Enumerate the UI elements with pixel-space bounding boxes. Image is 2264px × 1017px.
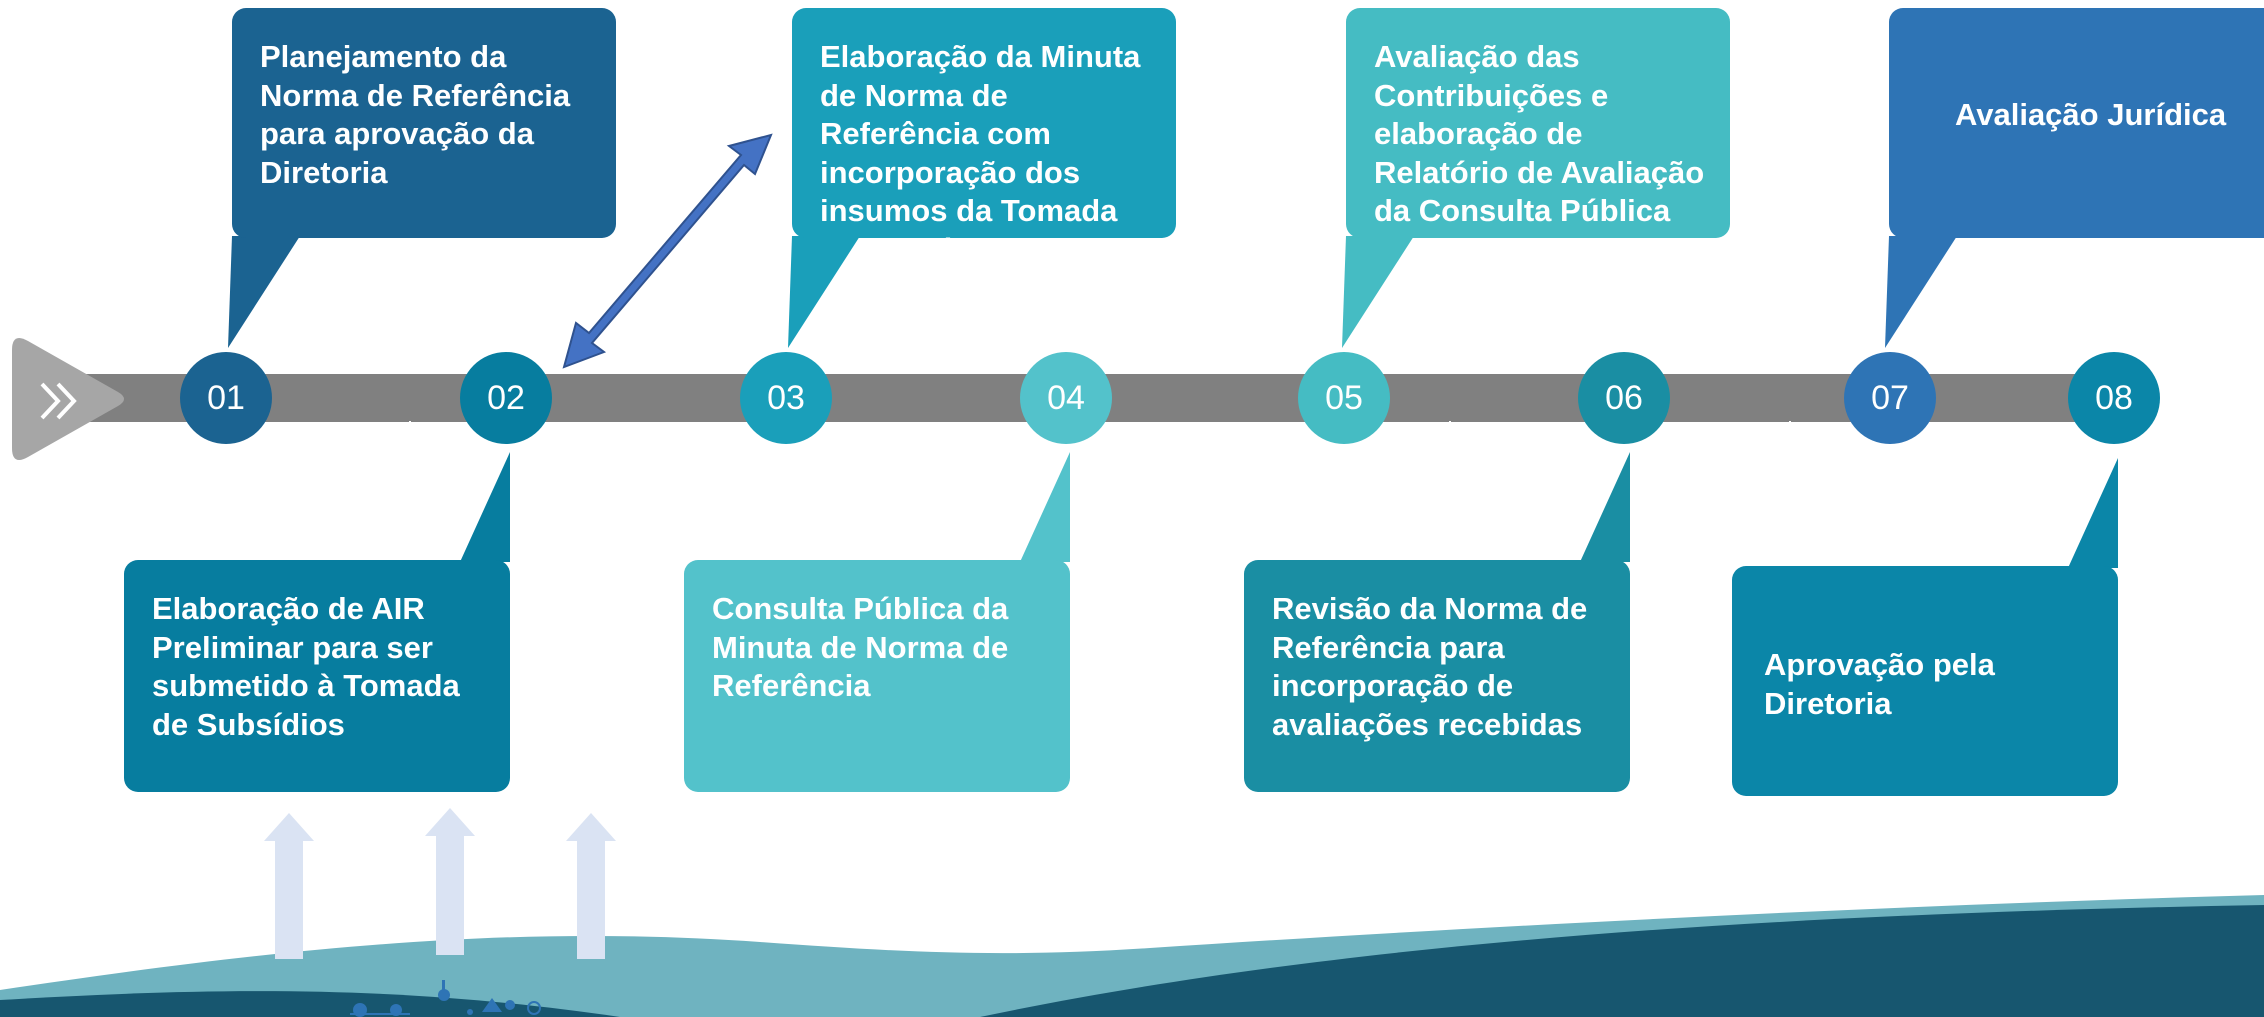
step-02-number: 02 — [460, 352, 552, 444]
step-07-box: Avaliação Jurídica — [1889, 8, 2264, 238]
step-03-text: Elaboração da Minuta de Norma de Referên… — [820, 39, 1141, 238]
up-arrow-2 — [425, 808, 475, 955]
step-04-box: Consulta Pública da Minuta de Norma de R… — [684, 560, 1070, 792]
step-01-box: Planejamento da Norma de Referência para… — [232, 8, 616, 238]
wave-dark-right-shape — [980, 905, 2264, 1017]
step-08-box: Aprovação pela Diretoria — [1732, 566, 2118, 796]
step-04-text: Consulta Pública da Minuta de Norma de R… — [712, 591, 1009, 703]
step-06-number: 06 — [1578, 352, 1670, 444]
bar-speck — [409, 421, 411, 424]
callout-tail-08 — [2068, 458, 2118, 568]
timeline-start-arrow — [12, 338, 124, 460]
step-07-text: Avaliação Jurídica — [1955, 97, 2227, 132]
step-03-number: 03 — [740, 352, 832, 444]
step-01-number: 01 — [180, 352, 272, 444]
step-06-box: Revisão da Norma de Referência para inco… — [1244, 560, 1630, 792]
step-08-text: Aprovação pela Diretoria — [1764, 647, 1995, 721]
wave-dark-shape — [0, 991, 620, 1017]
step-03-box: Elaboração da Minuta de Norma de Referên… — [792, 8, 1176, 238]
step-05-text: Avaliação das Contribuições e elaboração… — [1374, 39, 1705, 228]
callout-tail-06 — [1580, 452, 1630, 562]
step-02-text: Elaboração de AIR Preliminar para ser su… — [152, 591, 460, 742]
bottom-decorative-icons — [350, 980, 541, 1017]
double-chevron-right-icon — [36, 378, 86, 424]
step-02-box: Elaboração de AIR Preliminar para ser su… — [124, 560, 510, 792]
step-05-box: Avaliação das Contribuições e elaboração… — [1346, 8, 1730, 238]
bar-speck — [1789, 421, 1791, 424]
bar-speck — [1449, 421, 1451, 424]
callout-tail-07 — [1885, 236, 1957, 348]
double-headed-arrow — [562, 133, 773, 369]
step-05-number: 05 — [1298, 352, 1390, 444]
step-07-number: 07 — [1844, 352, 1936, 444]
callout-tail-05 — [1342, 236, 1414, 348]
callout-tail-04 — [1020, 452, 1070, 562]
up-arrow-1 — [264, 813, 314, 959]
step-08-number: 08 — [2068, 352, 2160, 444]
callout-tail-03 — [788, 236, 860, 348]
up-arrow-3 — [566, 813, 616, 959]
callout-tail-01 — [228, 236, 300, 348]
step-04-number: 04 — [1020, 352, 1112, 444]
callout-tail-02 — [460, 452, 510, 562]
step-06-text: Revisão da Norma de Referência para inco… — [1272, 591, 1588, 742]
step-01-text: Planejamento da Norma de Referência para… — [260, 39, 571, 190]
